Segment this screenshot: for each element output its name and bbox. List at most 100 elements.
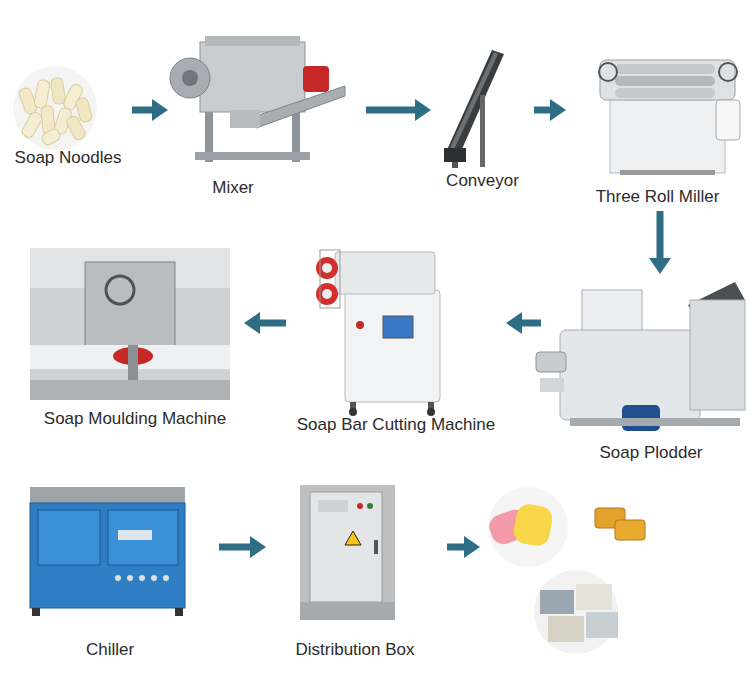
step-label: Distribution Box — [295, 640, 414, 660]
arrow-shaft — [366, 107, 417, 114]
mixer-picture-part — [200, 42, 305, 112]
process-step: Distribution Box — [270, 480, 440, 660]
moulding-machine-picture-part — [30, 248, 230, 400]
mixer-picture-part — [170, 58, 210, 98]
soap-products-picture-part — [586, 612, 618, 638]
step-label: Mixer — [212, 178, 254, 198]
process-step: Three Roll Miller — [570, 35, 745, 207]
process-step: Mixer — [172, 28, 362, 198]
cutting-machine-picture-part — [322, 289, 332, 299]
chiller-picture-part — [30, 503, 185, 608]
mixer-picture-part — [230, 110, 260, 128]
moulding-machine-picture-part — [128, 345, 138, 385]
distribution-box-picture-part — [310, 492, 382, 602]
flow-arrow — [649, 211, 671, 274]
soap-products-picture-part — [576, 584, 612, 610]
soap-plodder-picture-part — [690, 300, 745, 410]
soap-noodles-picture-part — [50, 77, 66, 104]
moulding-machine-picture — [30, 248, 230, 400]
arrow-head — [152, 99, 168, 121]
soap-noodles-picture-part — [20, 111, 43, 140]
three-roll-miller-picture-part — [615, 64, 715, 74]
chiller-picture-part — [108, 510, 178, 565]
distribution-box-picture-part — [345, 531, 361, 545]
process-step: Soap Bar Cutting Machine — [290, 235, 502, 435]
cutting-machine-picture-part — [383, 316, 413, 338]
output-arrow-part — [447, 544, 466, 551]
soap-products-picture-part — [512, 502, 554, 548]
chiller-picture-part — [127, 575, 133, 581]
arrow-head — [415, 99, 431, 121]
soap-noodles-picture-part — [13, 66, 97, 150]
soap-plodder-picture-part — [582, 290, 642, 335]
soap-products-picture — [486, 487, 645, 654]
arrow-head — [550, 99, 566, 121]
conveyor-picture-part — [446, 50, 504, 158]
conveyor-picture-part — [480, 95, 485, 167]
arrow-shaft — [219, 544, 252, 551]
mixer-picture-part — [250, 86, 345, 128]
step-label: Soap Plodder — [599, 443, 702, 463]
soap-products-picture-part — [615, 520, 645, 540]
mixer-picture-part — [182, 70, 198, 86]
moulding-machine-picture-part — [106, 276, 134, 304]
arrow-head — [244, 312, 260, 334]
arrow-head — [506, 312, 522, 334]
three-roll-miller-picture-part — [615, 88, 715, 98]
distribution-box-picture-part — [300, 602, 395, 620]
soap-plodder-picture-part — [570, 418, 740, 426]
three-roll-miller-picture-part — [716, 100, 740, 140]
process-step: Chiller — [25, 480, 215, 660]
arrow-shaft — [520, 320, 541, 327]
three-roll-miller-picture-part — [620, 170, 715, 175]
moulding-machine-picture-part — [85, 262, 175, 347]
cutting-machine-picture-part — [322, 263, 332, 273]
three-roll-miller-picture-part — [719, 63, 737, 81]
cutting-machine-picture-part — [349, 408, 357, 416]
flow-arrow — [219, 536, 266, 558]
chiller-picture-part — [139, 575, 145, 581]
distribution-box-picture-part — [318, 500, 348, 512]
process-step: Conveyor — [435, 40, 530, 191]
arrow-shaft — [657, 211, 664, 260]
chiller-picture-part — [118, 530, 152, 540]
chiller-picture-part — [163, 575, 169, 581]
conveyor-picture-part — [444, 148, 466, 162]
arrow-shaft — [534, 107, 552, 114]
flow-arrow — [366, 99, 431, 121]
soap-plodder-picture-part — [536, 352, 566, 372]
step-label: Conveyor — [446, 171, 519, 191]
three-roll-miller-picture — [599, 60, 740, 175]
soap-noodles-picture-part — [65, 115, 87, 142]
conveyor-picture-part — [449, 52, 498, 152]
chiller-picture-part — [38, 510, 100, 565]
arrow-head — [250, 536, 266, 558]
distribution-box-picture — [300, 485, 395, 620]
three-roll-miller-picture-part — [599, 63, 617, 81]
three-roll-miller-picture-part — [615, 76, 715, 86]
soap-products-picture-part — [540, 590, 574, 614]
step-label: Soap Noodles — [15, 148, 122, 168]
cutting-machine-picture-part — [335, 252, 435, 294]
step-label: Three Roll Miller — [596, 187, 720, 207]
process-step: Soap Noodles — [8, 70, 128, 168]
arrow-shaft — [132, 107, 154, 114]
three-roll-miller-picture-part — [610, 95, 725, 173]
flow-arrow — [132, 99, 168, 121]
cutting-machine-picture-part — [356, 321, 364, 329]
arrow-head — [649, 258, 671, 274]
distribution-box-picture-part — [367, 503, 373, 509]
flow-arrow — [244, 312, 286, 334]
step-label: Chiller — [86, 640, 134, 660]
process-step: Soap Moulding Machine — [30, 245, 240, 429]
cutting-machine-picture-part — [320, 250, 340, 308]
soap-plodder-picture — [536, 282, 745, 431]
soap-plodder-picture-part — [540, 378, 564, 392]
step-label: Soap Bar Cutting Machine — [297, 415, 495, 435]
soap-noodles-picture-part — [34, 79, 51, 109]
three-roll-miller-picture-part — [600, 60, 735, 100]
chiller-picture-part — [151, 575, 157, 581]
